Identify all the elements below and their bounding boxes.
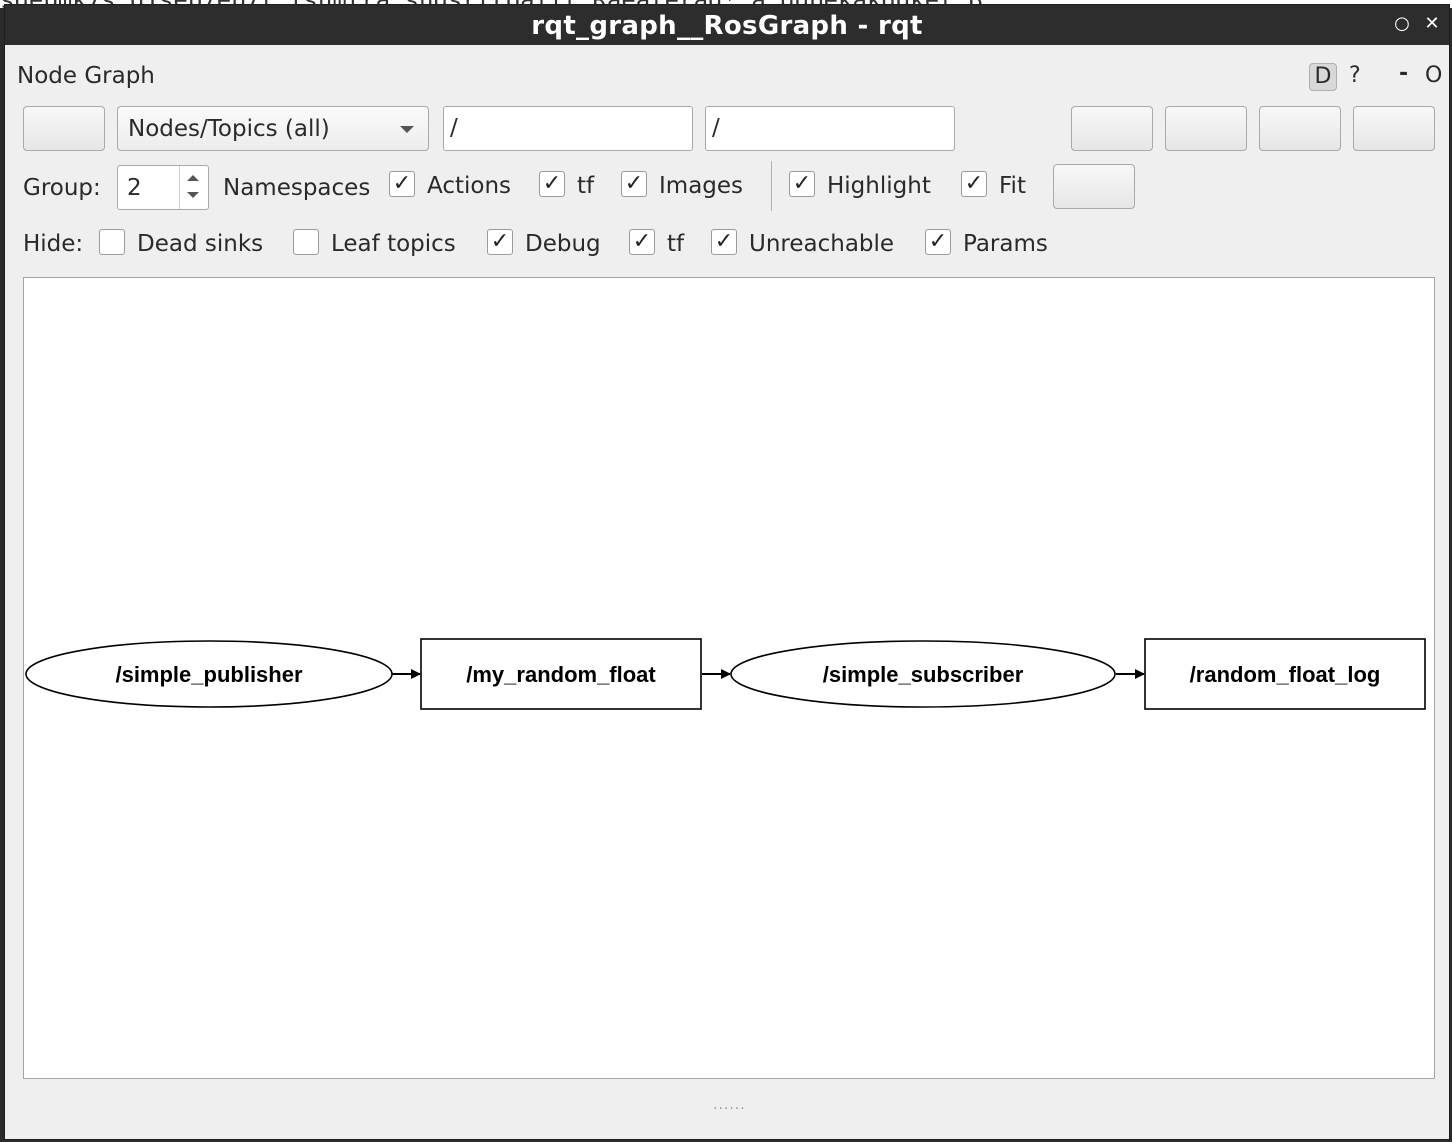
pane-title: Node Graph bbox=[17, 63, 155, 89]
topic-filter-input[interactable]: / bbox=[705, 106, 955, 151]
spinbox-arrows[interactable] bbox=[179, 166, 208, 209]
arrow-down-icon[interactable] bbox=[187, 192, 199, 198]
debug-checkbox[interactable]: ✓ bbox=[487, 229, 513, 255]
graph-node-simple-publisher[interactable]: /simple_publisher bbox=[25, 640, 393, 708]
separator bbox=[771, 161, 772, 211]
minimize-pane-button[interactable]: - bbox=[1399, 61, 1409, 86]
graph-canvas[interactable]: /simple_publisher /my_random_float /simp… bbox=[23, 277, 1435, 1079]
save-svg-button[interactable] bbox=[1259, 106, 1341, 151]
unreachable-label: Unreachable bbox=[749, 231, 895, 257]
node-filter-input[interactable]: / bbox=[443, 106, 693, 151]
refresh-button[interactable] bbox=[23, 106, 105, 151]
restore-pane-button[interactable]: O bbox=[1425, 63, 1443, 88]
namespaces-checkbox[interactable]: ✓ bbox=[389, 171, 415, 197]
help-question-button[interactable]: ? bbox=[1349, 63, 1361, 88]
save-image-button[interactable] bbox=[1353, 106, 1435, 151]
graph-svg: /simple_publisher /my_random_float /simp… bbox=[25, 638, 1426, 710]
fit-checkbox[interactable]: ✓ bbox=[961, 171, 987, 197]
debug-label: Debug bbox=[525, 231, 601, 257]
params-checkbox[interactable]: ✓ bbox=[925, 229, 951, 255]
graph-mode-value: Nodes/Topics (all) bbox=[128, 116, 330, 142]
highlight-label: Highlight bbox=[827, 173, 931, 199]
graph-mode-dropdown[interactable]: Nodes/Topics (all) bbox=[117, 106, 429, 151]
topic-label: /random_float_log bbox=[1190, 662, 1381, 687]
images-label: Images bbox=[659, 173, 744, 199]
graph-topic-my-random-float[interactable]: /my_random_float bbox=[420, 638, 702, 710]
title-bar[interactable]: rqt_graph__RosGraph - rqt ○ ✕ bbox=[5, 5, 1449, 45]
save-dot-button[interactable] bbox=[1165, 106, 1247, 151]
params-label: Params bbox=[963, 231, 1048, 257]
group-spinbox[interactable]: 2 bbox=[117, 165, 209, 210]
arrow-up-icon[interactable] bbox=[187, 175, 199, 181]
tf-label: tf bbox=[577, 173, 595, 199]
rqt-window: rqt_graph__RosGraph - rqt ○ ✕ Node Graph… bbox=[4, 4, 1450, 1140]
dead-sinks-label: Dead sinks bbox=[137, 231, 264, 257]
help-d-button[interactable]: D bbox=[1309, 63, 1337, 91]
highlight-checkbox[interactable]: ✓ bbox=[789, 171, 815, 197]
actions-tf-checkbox[interactable]: ✓ bbox=[539, 171, 565, 197]
hide-label: Hide: bbox=[23, 231, 84, 257]
namespaces-label: Namespaces bbox=[223, 175, 371, 201]
chevron-down-icon bbox=[400, 126, 414, 133]
leaf-topics-checkbox[interactable] bbox=[293, 229, 319, 255]
dead-sinks-checkbox[interactable] bbox=[99, 229, 125, 255]
hide-tf-checkbox[interactable]: ✓ bbox=[629, 229, 655, 255]
fit-in-view-button[interactable] bbox=[1053, 164, 1135, 209]
hide-tf-label: tf bbox=[667, 231, 685, 257]
unreachable-checkbox[interactable]: ✓ bbox=[711, 229, 737, 255]
topic-label: /my_random_float bbox=[466, 662, 656, 687]
group-label: Group: bbox=[23, 175, 101, 201]
fit-label: Fit bbox=[999, 173, 1026, 199]
node-label: /simple_publisher bbox=[115, 662, 302, 687]
window-title: rqt_graph__RosGraph - rqt bbox=[531, 11, 923, 41]
circle-icon[interactable]: ○ bbox=[1394, 13, 1410, 34]
graph-topic-random-float-log[interactable]: /random_float_log bbox=[1144, 638, 1426, 710]
pane-header: Node Graph D ? - O bbox=[5, 49, 1449, 97]
group-value: 2 bbox=[127, 175, 142, 201]
graph-node-simple-subscriber[interactable]: /simple_subscriber bbox=[730, 640, 1116, 708]
resize-grip[interactable]: ...... bbox=[713, 1097, 746, 1113]
close-icon[interactable]: ✕ bbox=[1424, 13, 1440, 34]
leaf-topics-label: Leaf topics bbox=[331, 231, 456, 257]
actions-label: Actions bbox=[427, 173, 512, 199]
node-label: /simple_subscriber bbox=[823, 662, 1024, 687]
images-checkbox[interactable]: ✓ bbox=[621, 171, 647, 197]
load-dot-button[interactable] bbox=[1071, 106, 1153, 151]
